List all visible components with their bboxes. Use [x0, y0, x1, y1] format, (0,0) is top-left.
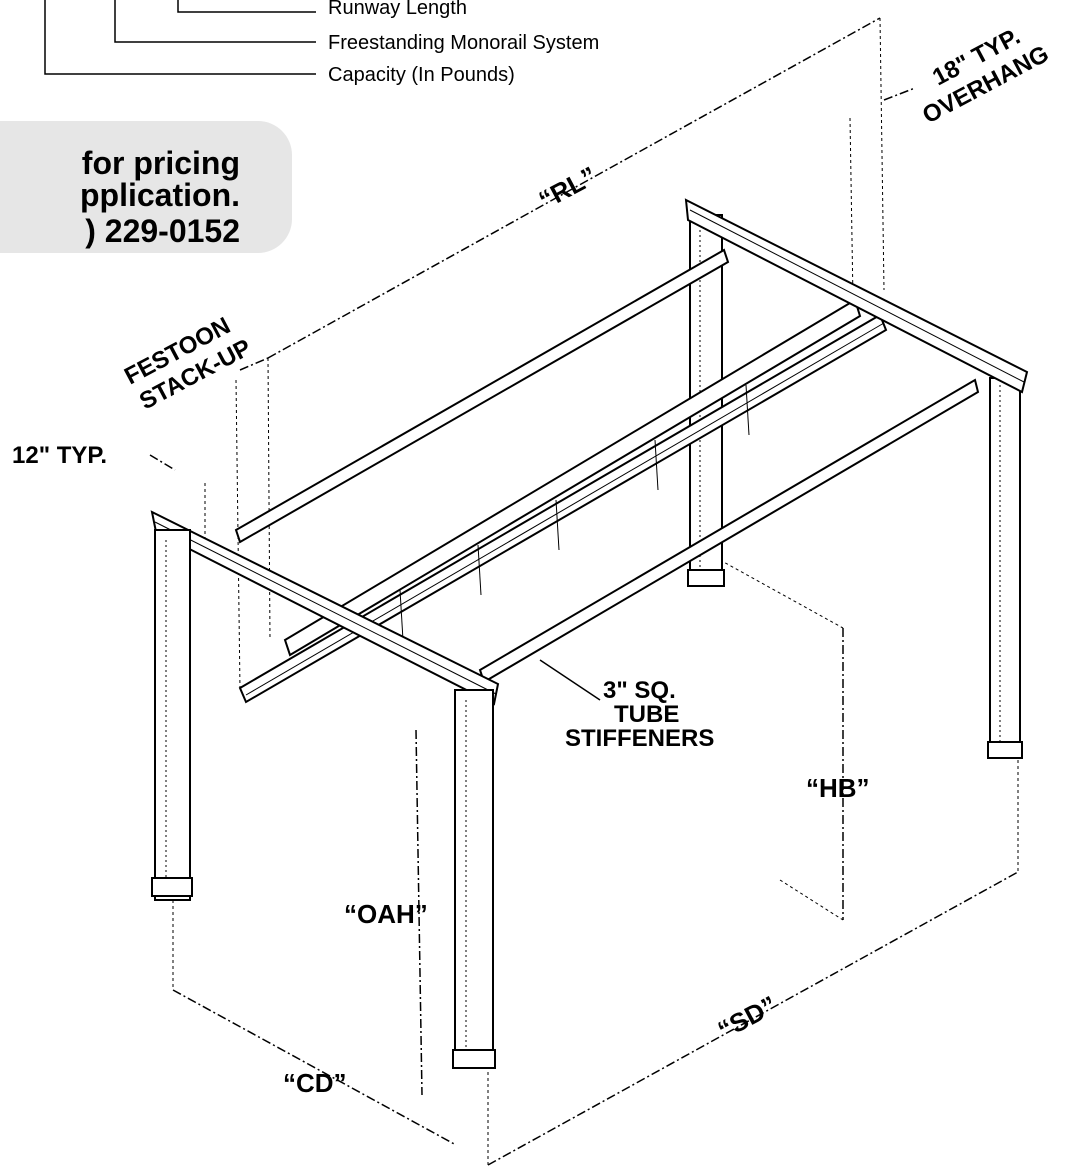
- label-rl: “RL”: [534, 160, 602, 215]
- label-12-typ: 12" TYP.: [12, 442, 107, 469]
- frame-structure: [150, 198, 1029, 1069]
- callout-line-3: ) 229-0152: [85, 213, 240, 249]
- stiffener-front: [478, 378, 980, 684]
- callout-line-1: for pricing: [81, 145, 240, 181]
- pricing-callout: for pricing pplication. ) 229-0152: [0, 121, 292, 253]
- legend-item-freestanding-monorail: Freestanding Monorail System: [328, 32, 599, 54]
- legend-item-capacity: Capacity (In Pounds): [328, 64, 515, 86]
- base-plate-rear-left: [687, 569, 725, 587]
- label-stiffeners-2: TUBE: [614, 701, 679, 728]
- legend-item-runway-length: Runway Length: [328, 0, 467, 19]
- callout-line-2: pplication.: [80, 177, 240, 213]
- label-oah: “OAH”: [344, 899, 428, 929]
- legend-leaders: [44, 0, 316, 75]
- rear-right-post: [989, 377, 1021, 759]
- monorail-beam: [238, 313, 888, 704]
- base-plate-front-left: [151, 877, 193, 897]
- label-sd: “SD”: [713, 990, 782, 1046]
- label-cd: “CD”: [283, 1068, 347, 1098]
- monorail-web: [283, 298, 862, 657]
- base-plate-front-right: [452, 1049, 496, 1069]
- front-left-post: [154, 529, 191, 901]
- front-right-post: [454, 689, 494, 1066]
- base-plate-rear-right: [987, 741, 1023, 759]
- stiffener-rear: [234, 248, 730, 544]
- dimension-lines: [149, 17, 1019, 1166]
- label-hb: “HB”: [806, 773, 870, 803]
- label-stiffeners-3: STIFFENERS: [565, 725, 714, 752]
- label-stiffeners-1: 3" SQ.: [603, 677, 676, 704]
